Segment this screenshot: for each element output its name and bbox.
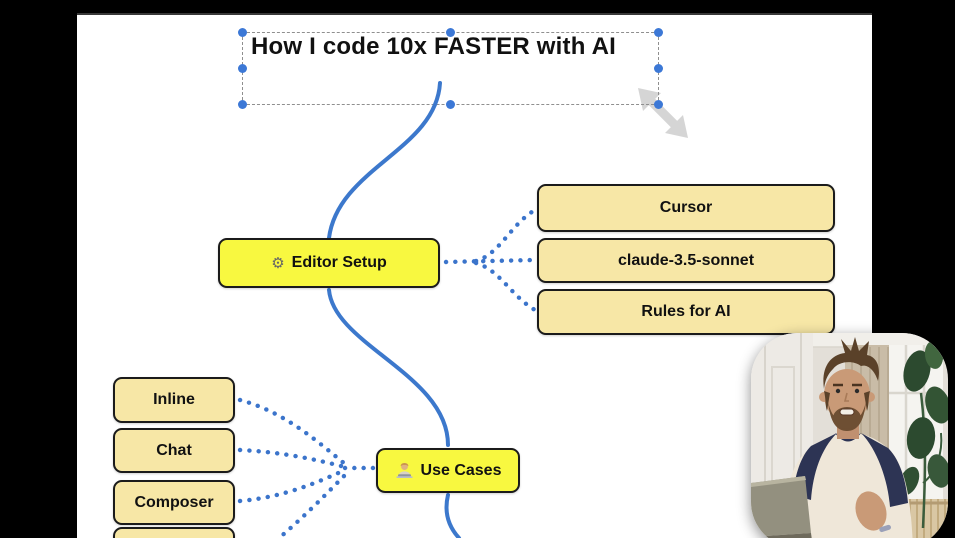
presenter [781,337,913,538]
selection-handle-top-right[interactable] [654,28,663,37]
presenter-video [751,333,948,538]
node-cursor[interactable]: Cursor [537,184,835,232]
node-clipped-bottom[interactable] [113,527,235,538]
node-composer-label: Composer [134,493,214,511]
webcam-overlay [751,333,948,538]
node-rules-label: Rules for AI [641,303,731,320]
selection-handle-top-mid[interactable] [446,28,455,37]
technologist-icon [395,462,414,479]
gear-icon: ⚙ [271,253,285,272]
node-chat[interactable]: Chat [113,428,235,473]
node-use-cases[interactable]: Use Cases [376,448,520,493]
plant [898,341,948,529]
node-composer[interactable]: Composer [113,480,235,525]
node-editor-setup[interactable]: ⚙ Editor Setup [218,238,440,288]
node-use-cases-label: Use Cases [420,461,502,479]
selection-handle-top-left[interactable] [238,28,247,37]
selection-handle-bottom-right[interactable] [654,100,663,109]
selection-handle-bottom-left[interactable] [238,100,247,109]
node-editor-setup-label: Editor Setup [291,254,387,271]
node-claude-3-5-sonnet[interactable]: claude-3.5-sonnet [537,238,835,283]
node-inline[interactable]: Inline [113,377,235,423]
node-claude-label: claude-3.5-sonnet [617,251,755,269]
selection-handle-right-mid[interactable] [654,64,663,73]
node-inline-label: Inline [153,391,195,408]
node-cursor-label: Cursor [659,199,713,216]
node-chat-label: Chat [156,441,192,459]
mindmap-title[interactable]: How I code 10x FASTER with AI [251,33,616,60]
selection-handle-bottom-mid[interactable] [446,100,455,109]
selection-handle-left-mid[interactable] [238,64,247,73]
node-rules-for-ai[interactable]: Rules for AI [537,289,835,335]
